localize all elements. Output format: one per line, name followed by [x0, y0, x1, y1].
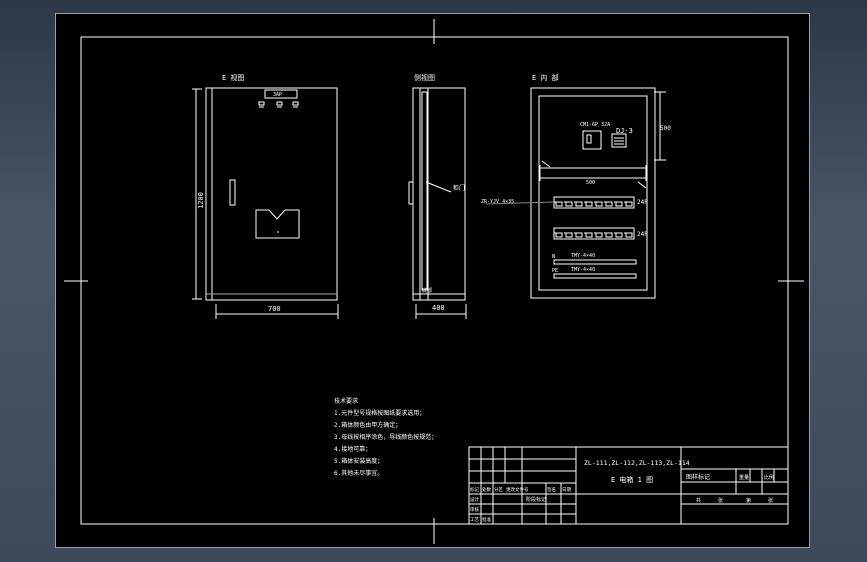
right-sheet: 张 — [768, 497, 773, 504]
breaker-cell — [625, 232, 633, 238]
side-view — [408, 87, 467, 319]
side-view-label: 侧视图 — [414, 73, 435, 82]
front-width-dim: 700 — [268, 305, 281, 313]
front-height-dim: 1200 — [197, 192, 205, 209]
breaker-cell — [555, 232, 563, 238]
breaker-cell — [595, 201, 603, 207]
cable-label: ZR-YJV 4×35 — [481, 199, 514, 205]
left-header: 日期 — [562, 487, 571, 493]
note-line: 5.箱体安装高度； — [334, 457, 383, 465]
drawing-name: E 电箱 1 图 — [611, 475, 653, 484]
sign-label: 批准 — [482, 516, 491, 523]
breaker-cell — [625, 201, 633, 207]
breaker-cell — [605, 201, 613, 207]
left-header: 更改文件号 — [506, 486, 529, 493]
breaker-cell — [615, 201, 623, 207]
dim-vertical: 500 — [660, 125, 671, 132]
sign-label: 工艺 — [470, 517, 479, 523]
internal-view-label: E 内 部 — [532, 73, 559, 82]
right-col: 重量 — [739, 474, 749, 481]
side-bottom-label: 底部 — [422, 287, 432, 294]
note-line: 2.箱体颜色由甲方确定； — [334, 421, 401, 429]
busbar-pe-text: TMY-4×40 — [571, 267, 595, 273]
front-view — [192, 87, 339, 319]
breaker-cell — [565, 201, 573, 207]
row1-label: 24P — [637, 199, 648, 206]
notes-title: 技术要求 — [334, 397, 358, 405]
note-line: 4.接地可靠； — [334, 445, 371, 453]
notes-block: 技术要求 1.元件型号规格按图纸要求选用； 2.箱体颜色由甲方确定； 3.母线按… — [334, 397, 437, 477]
breaker-cell — [605, 232, 613, 238]
side-door-label: 柜门 — [453, 184, 465, 192]
left-header: 分区 — [494, 486, 503, 493]
right-sheet: 张 — [718, 497, 723, 504]
main-breaker-label: CM1-6P 32A — [580, 122, 610, 128]
module-label: DJ-3 — [616, 127, 633, 135]
left-mid: 阶段标记 — [526, 496, 546, 503]
note-line: 6.其他未尽事宜。 — [334, 469, 383, 477]
left-header: 处数 — [482, 486, 491, 493]
side-depth-dim: 400 — [432, 304, 445, 312]
busbar-n: N — [552, 254, 555, 260]
indicator-lamps — [258, 101, 299, 108]
breaker-cell — [575, 232, 583, 238]
title-block — [468, 446, 789, 525]
project-title: ZL-111,ZL-112,ZL-113,ZL-114 — [584, 459, 690, 467]
left-header: 标记 — [470, 486, 479, 493]
drawing-viewport[interactable]: E 视图 3AP 1200 700 侧视图 柜门 底部 400 — [55, 13, 810, 548]
row2-label: 24P — [637, 231, 648, 238]
breaker-cell — [585, 232, 593, 238]
viewing-window — [255, 209, 300, 239]
note-line: 1.元件型号规格按图纸要求选用； — [334, 409, 425, 417]
door-handle — [229, 179, 236, 206]
note-line: 3.母线按相序涂色，导线颜色按规范； — [334, 433, 437, 441]
breaker-cell — [585, 201, 593, 207]
breaker-cell — [555, 201, 563, 207]
sign-label: 审核 — [470, 506, 479, 513]
left-header: 签名 — [547, 486, 556, 493]
busbar-pe: PE — [552, 268, 558, 274]
cad-drawing: E 视图 3AP 1200 700 侧视图 柜门 底部 400 — [64, 19, 804, 544]
front-badge-text: 3AP — [273, 92, 282, 98]
busbar-n-text: TMY-4×40 — [571, 253, 595, 259]
sign-label: 设计 — [470, 496, 479, 503]
breaker-cell — [595, 232, 603, 238]
front-view-label: E 视图 — [222, 73, 244, 82]
breaker-cell — [575, 201, 583, 207]
right-sheet: 共 — [696, 497, 701, 504]
right-col: 比例 — [764, 474, 774, 481]
right-top: 图样标记 — [686, 473, 710, 481]
breaker-cells — [555, 201, 633, 238]
drawing-border — [80, 36, 789, 525]
breaker-cell — [615, 232, 623, 238]
breaker-cell — [565, 232, 573, 238]
right-sheet: 第 — [746, 497, 751, 504]
dim-horizontal: 500 — [586, 180, 595, 186]
